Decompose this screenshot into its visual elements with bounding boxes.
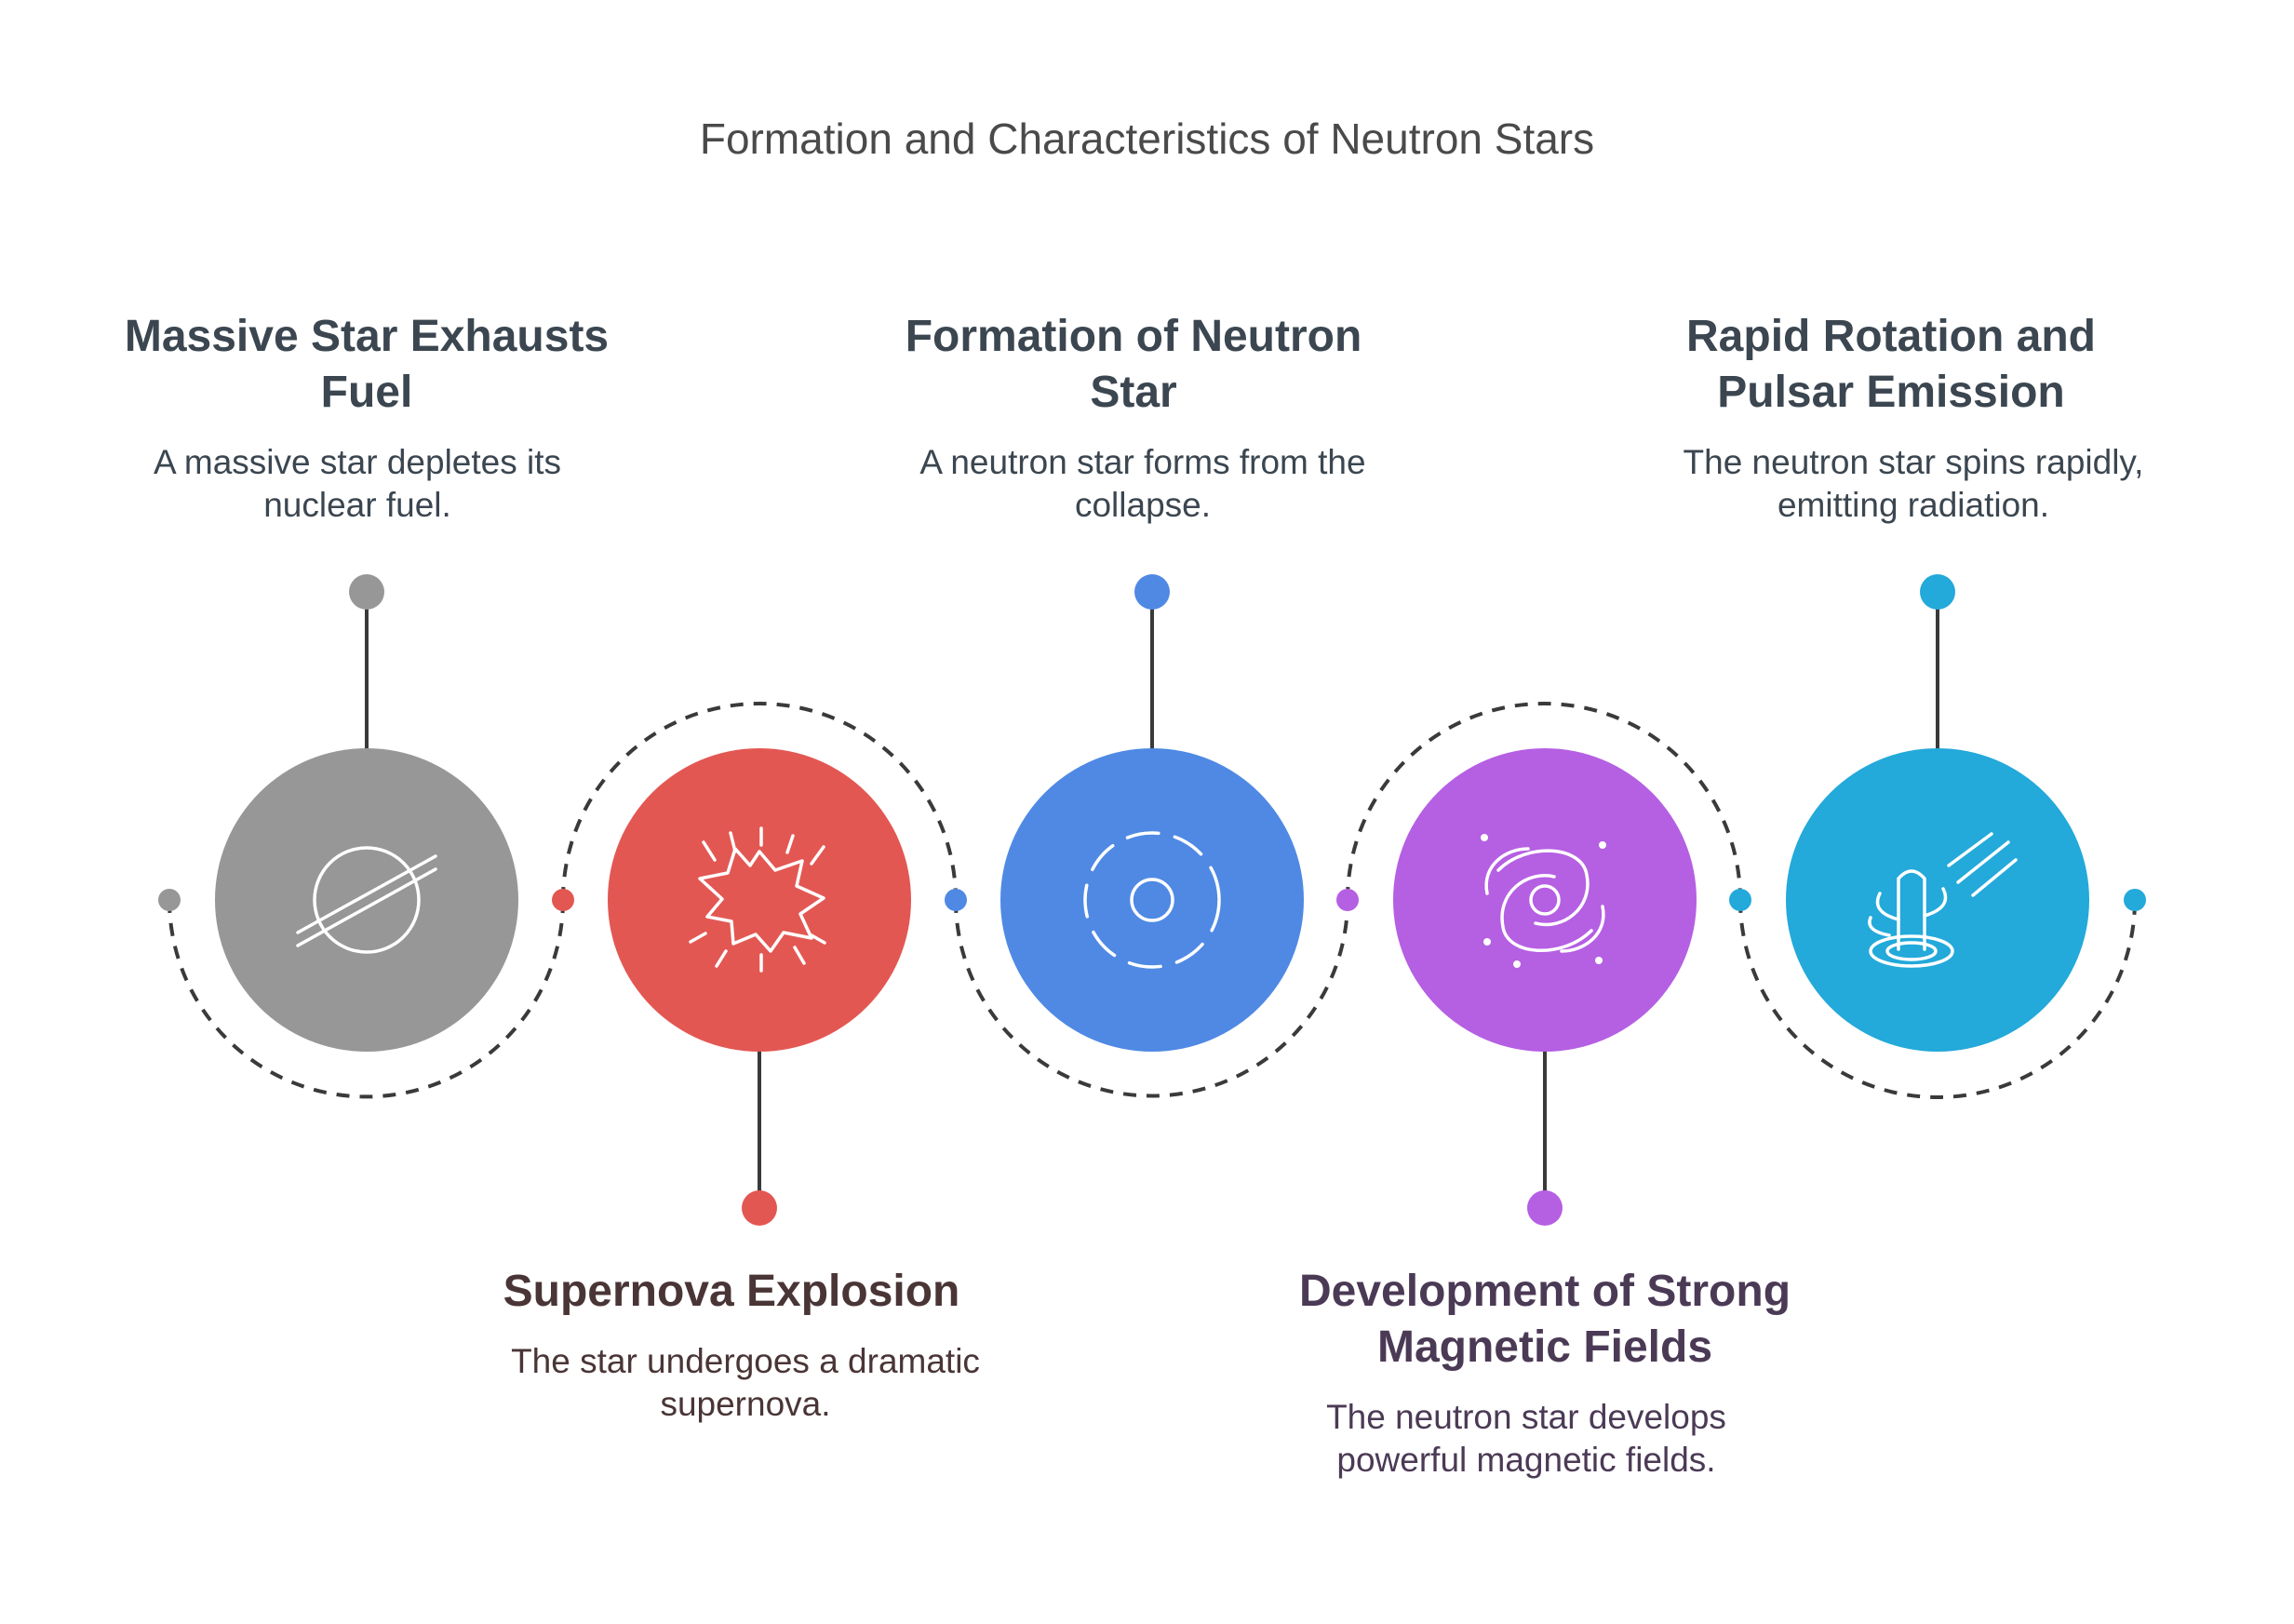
step-3-description-line1: A neutron star forms from the	[919, 443, 1366, 481]
wave-arc-3	[954, 899, 1349, 1098]
step-2-description: The star undergoes a dramatic supernova.	[499, 1340, 992, 1426]
explosion-icon	[689, 826, 826, 973]
stem-end-dot-4	[1527, 1190, 1563, 1226]
wave-arc-1	[168, 899, 565, 1099]
wave-connector	[168, 702, 2137, 1099]
step-4-text: Development of Strong Magnetic Fields Th…	[1284, 1264, 1805, 1482]
wave-arc-5	[1738, 899, 2137, 1099]
wave-arc-4	[1346, 702, 1742, 901]
joint-dot	[2124, 889, 2146, 911]
step-circle-3	[1000, 748, 1304, 1052]
step-5-description-line1: The neutron star spins rapidly,	[1683, 443, 2144, 481]
step-5-heading-line2: Pulsar Emission	[1717, 368, 2065, 417]
step-1-text: Massive Star Exhausts Fuel A massive sta…	[106, 309, 627, 527]
step-4-heading-line2: Magnetic Fields	[1376, 1322, 1713, 1372]
stellar-logo-icon	[296, 846, 437, 954]
joint-dot	[158, 889, 181, 911]
stem-end-dot-3	[1134, 574, 1170, 610]
joint-dot	[1336, 889, 1359, 911]
diagram-title: Formation and Characteristics of Neutron…	[699, 114, 1595, 163]
step-3-heading-line1: Formation of Neutron	[905, 312, 1362, 361]
step-3-text: Formation of Neutron Star A neutron star…	[873, 309, 1394, 527]
step-2-description-line1: The star undergoes a dramatic	[511, 1342, 980, 1380]
step-1-description-line2: nuclear fuel.	[263, 486, 451, 524]
step-5-description-line2: emitting radiation.	[1777, 486, 2050, 524]
galaxy-swirl-icon	[1481, 834, 1606, 968]
stem-end-dot-5	[1920, 574, 1955, 610]
step-3-description: A neutron star forms from the collapse.	[892, 441, 1394, 527]
step-5-description: The neutron star spins rapidly, emitting…	[1675, 441, 2152, 527]
step-4-heading: Development of Strong Magnetic Fields	[1284, 1264, 1805, 1376]
step-2-text: Supernova Explosion The star undergoes a…	[471, 1264, 992, 1426]
joint-dot	[945, 889, 967, 911]
spinning-pulsar-icon	[1868, 832, 2018, 968]
step-4-description-line1: The neutron star develops	[1326, 1398, 1726, 1436]
step-4-heading-line1: Development of Strong	[1298, 1267, 1791, 1316]
step-5-text: Rapid Rotation and Pulsar Emission The n…	[1630, 309, 2152, 527]
step-1-description-line1: A massive star depletes its	[153, 443, 562, 481]
stem-end-dot-1	[349, 574, 384, 610]
step-5-heading: Rapid Rotation and Pulsar Emission	[1630, 309, 2152, 421]
step-circle-2	[608, 748, 911, 1052]
wave-arc-2	[561, 702, 958, 901]
step-circle-1	[215, 748, 518, 1052]
step-3-description-line2: collapse.	[1074, 486, 1212, 524]
step-1-description: A massive star depletes its nuclear fuel…	[87, 441, 627, 527]
step-1-heading-line2: Fuel	[320, 368, 413, 417]
step-2-description-line2: supernova.	[660, 1385, 831, 1423]
step-4-description-line2: powerful magnetic fields.	[1336, 1441, 1716, 1479]
step-2-heading-line1: Supernova Explosion	[503, 1267, 960, 1316]
collapsing-core-icon	[1083, 831, 1221, 969]
step-2-heading: Supernova Explosion	[471, 1264, 992, 1320]
step-circle-5	[1786, 748, 2089, 1052]
stems	[365, 592, 1939, 1208]
wave-joints	[158, 889, 2146, 911]
step-5-heading-line1: Rapid Rotation and	[1686, 312, 2096, 361]
stem-end-dot-2	[742, 1190, 777, 1226]
step-3-heading-line2: Star	[1090, 368, 1177, 417]
step-1-heading-line1: Massive Star Exhausts	[124, 312, 610, 361]
step-circle-4	[1393, 748, 1697, 1052]
step-4-description: The neutron star develops powerful magne…	[1247, 1396, 1805, 1482]
step-3-heading: Formation of Neutron Star	[873, 309, 1394, 421]
joint-dot	[552, 889, 574, 911]
joint-dot	[1729, 889, 1751, 911]
step-1-heading: Massive Star Exhausts Fuel	[106, 309, 627, 421]
